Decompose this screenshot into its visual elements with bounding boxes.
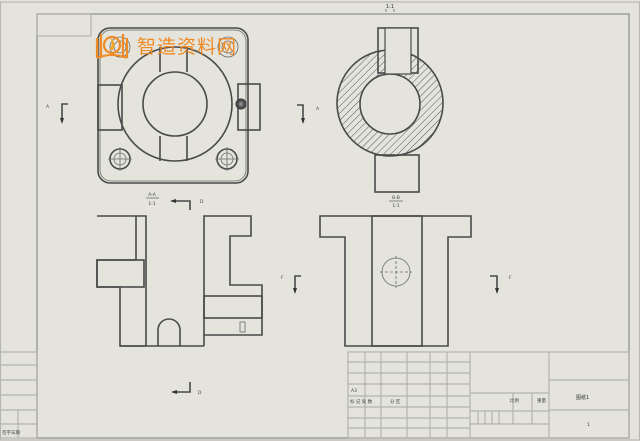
section-bb-view [319,215,472,347]
section-marker-f-right: F [490,275,512,294]
section-marker-a-right: A [297,104,320,124]
section-aa-view: A-A 1:1 D [96,192,263,347]
section-marker-f-left: F [281,275,301,294]
sheet-size-label: A3 [351,388,357,394]
scale-label: 比例 [510,397,519,404]
marks-label: 标 记 处 数 [350,398,373,405]
side-section-view: B-B 1:1 [336,27,444,209]
section-marker-d-bottom: D [171,382,202,396]
book-flame-logo-icon [95,34,129,59]
watermark-text: 智造资料网 [137,35,238,58]
title-block: A3 标 记 处 数 分 区 比例 重量 图纸1 1 [347,351,630,439]
svg-text:B-B: B-B [392,195,400,201]
svg-text:D: D [198,390,202,396]
inner-frame [36,13,630,439]
svg-text:A: A [46,104,50,110]
svg-text:D: D [200,199,204,205]
svg-text:F: F [281,275,284,281]
left-strip-label: 签字日期 [2,429,20,436]
zone-label: 分 区 [390,398,401,405]
weight-label: 重量 [537,397,546,404]
svg-text:A: A [316,106,320,112]
watermark: 智造资料网 [95,28,237,62]
top-left-box [36,13,92,37]
drawing-name: 图纸1 [576,394,589,401]
section-marker-a-left: A [46,103,68,124]
top-scale-label: 1:1 [386,4,394,10]
svg-text:A-A: A-A [148,192,157,198]
svg-text:F: F [509,275,512,281]
svg-text:1:1: 1:1 [148,201,155,207]
sheet-number: 1 [587,422,590,428]
left-title-strip: 签字日期 [0,351,38,439]
svg-text:1:1: 1:1 [392,203,399,209]
